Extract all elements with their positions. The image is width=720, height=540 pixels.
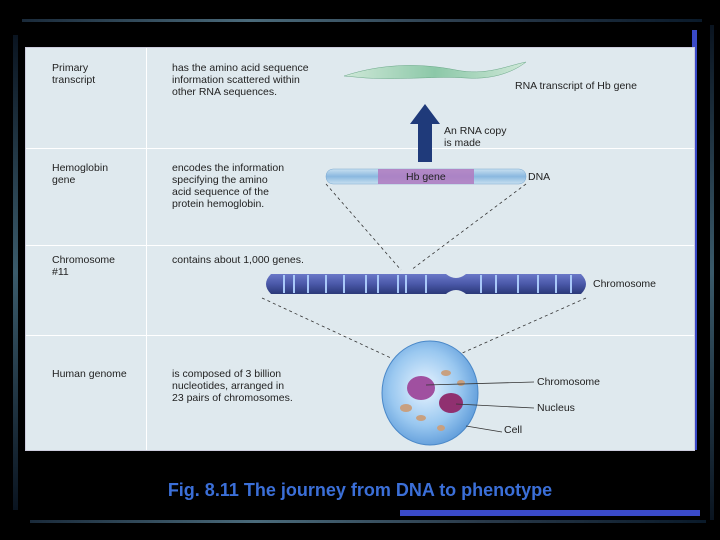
zoom-line [261, 297, 392, 359]
callout-cell: Cell [504, 424, 523, 436]
rna-transcript-shape [343, 61, 527, 79]
row-label-chromosome: Chromosome #11 [52, 254, 116, 278]
row-divider [26, 148, 694, 149]
row-divider [26, 335, 694, 336]
column-divider [146, 48, 147, 450]
row-label-human-genome: Human genome [52, 368, 127, 380]
bottom-bar [30, 520, 706, 523]
hb-gene-segment [378, 169, 474, 184]
right-frame [710, 25, 714, 520]
leader-line [425, 381, 535, 386]
left-accent [13, 35, 18, 510]
figure-caption: Fig. 8.11 The journey from DNA to phenot… [167, 480, 553, 500]
bottom-accent [400, 510, 700, 516]
zoom-line [410, 183, 527, 271]
callout-chromosome-cell: Chromosome [537, 376, 601, 388]
chromosome-shape [266, 274, 586, 294]
callout-hb-gene: Hb gene [406, 171, 446, 183]
cell-shape [381, 340, 479, 446]
figure-panel: Primary transcript has the amino acid se… [25, 47, 695, 451]
row-divider [26, 245, 694, 246]
callout-nucleus: Nucleus [537, 402, 575, 414]
arrow-up-icon [410, 104, 440, 162]
leader-line [465, 425, 503, 433]
zoom-line [450, 297, 587, 359]
callout-rna-transcript: RNA transcript of Hb gene [515, 80, 637, 92]
row-label-primary-transcript: Primary transcript [52, 62, 96, 86]
callout-chromosome-band: Chromosome [593, 278, 657, 290]
leader-line [455, 403, 535, 409]
callout-rna-copy: An RNA copy is made [444, 125, 507, 149]
row-desc-primary-transcript: has the amino acid sequence information … [172, 62, 309, 98]
row-desc-human-genome: is composed of 3 billion nucleotides, ar… [172, 368, 293, 404]
diagram-graphics [261, 61, 587, 446]
zoom-line [325, 183, 402, 271]
row-desc-hemoglobin-gene: encodes the information specifying the a… [172, 162, 285, 210]
row-desc-chromosome: contains about 1,000 genes. [172, 254, 304, 266]
top-bar [22, 19, 702, 22]
row-label-hemoglobin-gene: Hemoglobin gene [52, 162, 109, 186]
callout-dna: DNA [528, 171, 551, 183]
